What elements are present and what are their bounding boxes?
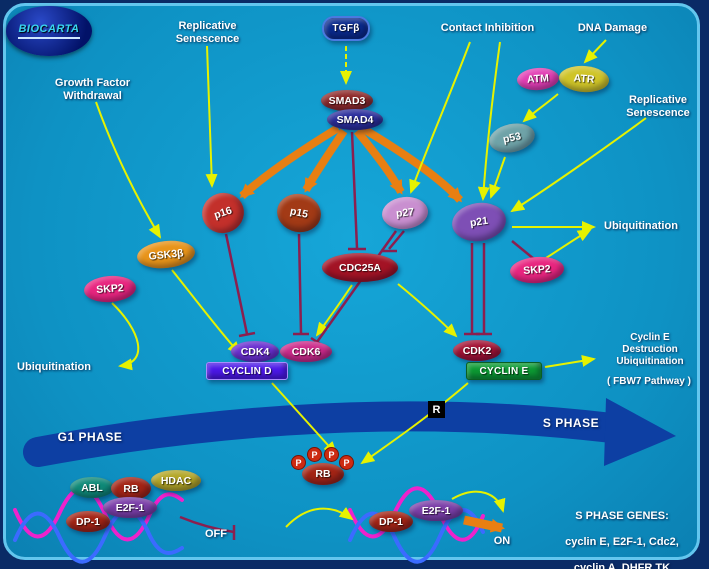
smad-activation-arrows (239, 124, 463, 203)
restriction-point-r: R (428, 401, 445, 418)
node-rb[interactable]: RB (111, 477, 151, 500)
phospho-p-icon: P (291, 455, 306, 470)
label-growth-factor-withdrawal: Growth Factor Withdrawal (54, 77, 131, 102)
s-phase-genes-title: S PHASE GENES: (575, 509, 669, 522)
node-smad4[interactable]: SMAD4 (327, 109, 383, 130)
label-s-phase-genes: S PHASE GENES: cyclin E, E2F-1, Cdc2, cy… (542, 497, 702, 569)
node-smad3[interactable]: SMAD3 (321, 90, 373, 111)
biocarta-logo-text: BIOCARTA (18, 23, 80, 39)
label-off: OFF (205, 528, 227, 540)
label-cyclin-e-destruction: Cyclin E Destruction Ubiquitination (616, 332, 684, 367)
label-on: ON (493, 535, 511, 547)
label-replicative-senescence-top: Replicative Senescence (175, 20, 240, 45)
phase-arrow (23, 398, 676, 467)
phospho-p-icon: P (339, 455, 354, 470)
label-g1-phase: G1 PHASE (57, 430, 123, 444)
label-dna-damage: DNA Damage (577, 22, 648, 34)
label-fbw7-pathway: ( FBW7 Pathway ) (607, 376, 691, 387)
label-ubiquitination-right: Ubiquitination (604, 220, 678, 232)
node-dp1-on[interactable]: DP-1 (369, 511, 413, 532)
label-s-phase: S PHASE (542, 416, 600, 430)
node-cdk2[interactable]: CDK2 (453, 340, 501, 361)
node-cdk6[interactable]: CDK6 (280, 341, 332, 362)
s-phase-genes-line1: cyclin E, E2F-1, Cdc2, (565, 535, 679, 548)
s-phase-genes-line2: cyclin A, DHFR,TK (573, 561, 671, 569)
node-dp1[interactable]: DP-1 (66, 511, 110, 532)
node-cdc25a[interactable]: CDC25A (322, 253, 398, 282)
label-contact-inhibition: Contact Inhibition (440, 22, 535, 34)
biocarta-logo[interactable]: BIOCARTA (6, 6, 92, 56)
node-cyclin-e[interactable]: CYCLIN E (466, 362, 542, 380)
phospho-p-icon: P (324, 447, 339, 462)
on-arrow (463, 515, 505, 533)
node-e2f1-on[interactable]: E2F-1 (409, 500, 463, 521)
node-rb-phospho[interactable]: RB (302, 463, 344, 485)
label-ubiquitination-left: Ubiquitination (17, 361, 91, 373)
node-hdac[interactable]: HDAC (151, 470, 201, 491)
phospho-p-icon: P (307, 447, 322, 462)
node-e2f1[interactable]: E2F-1 (103, 497, 157, 518)
node-tgfb[interactable]: TGFβ (322, 16, 370, 41)
label-replicative-senescence-right: Replicative Senescence (626, 94, 690, 119)
inhibition-lines (179, 131, 535, 540)
node-abl[interactable]: ABL (70, 477, 114, 498)
node-cyclin-d[interactable]: CYCLIN D (206, 362, 288, 380)
node-cdk4[interactable]: CDK4 (231, 341, 279, 362)
